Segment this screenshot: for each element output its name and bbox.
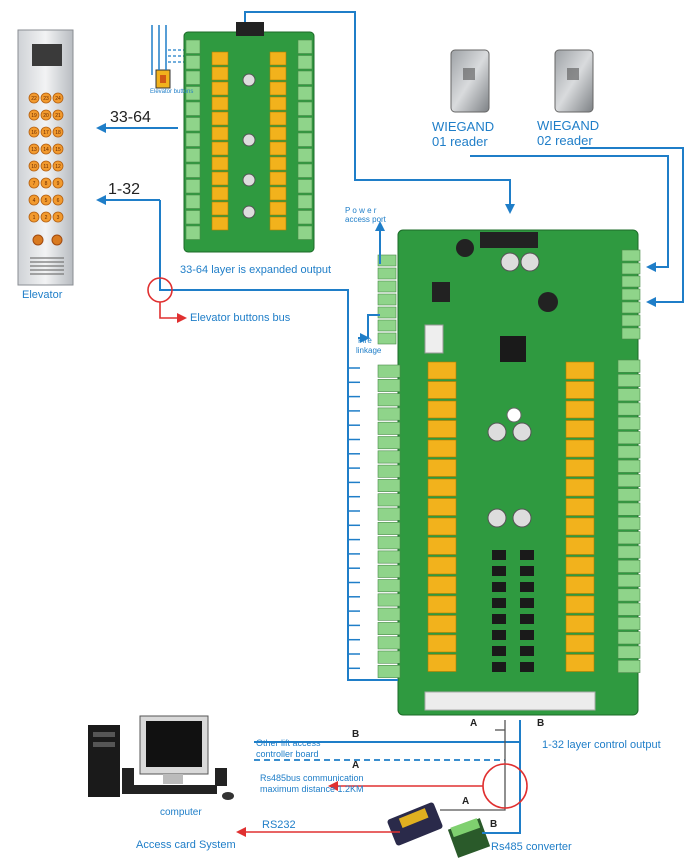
- elevator-floor-button: [28, 143, 40, 155]
- elevator-floor-number: 22: [31, 96, 37, 102]
- elevator-floor-number: 7: [33, 181, 36, 187]
- expansion-board: [183, 22, 315, 253]
- bus-b-converter-label: B: [490, 819, 498, 830]
- access-card-label: Access card System: [136, 839, 236, 851]
- elevator-floor-number: 17: [43, 130, 49, 136]
- expanded-output-label: 33-64 layer is expanded output: [180, 264, 332, 276]
- elevator-floor-number: 14: [43, 147, 49, 153]
- elevator-floor-number: 5: [45, 198, 48, 204]
- main-controller-board: [377, 229, 641, 716]
- elevator-floor-button: [52, 92, 64, 104]
- elevator-floor-number: 12: [55, 164, 61, 170]
- elevator-floor-number: 21: [55, 113, 61, 119]
- bus-b-label: B: [537, 718, 545, 729]
- elevator-floor-button: [28, 211, 40, 223]
- elevator-floor-button: [40, 177, 52, 189]
- elevator-floor-button: [40, 109, 52, 121]
- elevator-floor-button: [28, 126, 40, 138]
- elevator-floor-number: 3: [57, 215, 60, 221]
- elevator-floor-number: 8: [45, 181, 48, 187]
- wiegand-reader-2-icon: [554, 49, 594, 113]
- elevator-floor-button: [52, 126, 64, 138]
- annotations: [147, 277, 528, 837]
- wiegand-reader-1-icon: [450, 49, 490, 113]
- converter-label: Rs485 converter: [491, 841, 572, 853]
- rs485-distance-label: maximum distance 1.2KM: [260, 784, 364, 794]
- wiegand-2-title: WIEGAND: [537, 118, 600, 133]
- rs232-label: RS232: [262, 819, 296, 831]
- elevator-floor-button: [52, 109, 64, 121]
- wiegand-2-subtitle: 02 reader: [537, 133, 593, 148]
- elevator-floor-number: 4: [33, 198, 36, 204]
- elevator-floor-button: [28, 160, 40, 172]
- elevator-floor-number: 19: [31, 113, 37, 119]
- elevator-floor-number: 23: [43, 96, 49, 102]
- bus-a-label: A: [470, 718, 478, 729]
- elevator-floor-button: [52, 143, 64, 155]
- elevator-label: Elevator: [22, 289, 63, 301]
- elevator-floor-button: [52, 194, 64, 206]
- elevator-floor-number: 20: [43, 113, 49, 119]
- bus-a-converter-label: A: [462, 796, 470, 807]
- other-lift-sub-label: controller board: [256, 749, 319, 759]
- elevator-floor-number: 1: [33, 215, 36, 221]
- bus-a-other-label: A: [352, 760, 360, 771]
- elevator-floor-number: 16: [31, 130, 37, 136]
- other-lift-label: Other lift access: [256, 738, 321, 748]
- range-low-label: 1-32: [108, 181, 141, 198]
- elevator-floor-button: [40, 143, 52, 155]
- power-sub-label: access port: [345, 215, 386, 224]
- fire-label: Fire: [358, 336, 372, 345]
- elevator-floor-number: 18: [55, 130, 61, 136]
- elevator-floor-button: [28, 177, 40, 189]
- bus-b-other-label: B: [352, 729, 360, 740]
- elevator-floor-button: [40, 126, 52, 138]
- power-label: P o w e r: [345, 206, 377, 215]
- elevator-floor-number: 10: [31, 164, 37, 170]
- range-high-label: 33-64: [110, 109, 151, 126]
- elevator-floor-button: [40, 211, 52, 223]
- elevator-floor-number: 13: [31, 147, 37, 153]
- rs485-converter-icon: [387, 802, 491, 858]
- elevator-floor-button: [28, 194, 40, 206]
- elevator-floor-button: [52, 177, 64, 189]
- wiegand-1-subtitle: 01 reader: [432, 134, 488, 149]
- elevator-floor-button: [28, 92, 40, 104]
- elevator-floor-number: 9: [57, 181, 60, 187]
- elevator-floor-number: 6: [57, 198, 60, 204]
- elevator-floor-button: [40, 194, 52, 206]
- elevator-floor-button: [52, 160, 64, 172]
- elevator-floor-number: 2: [45, 215, 48, 221]
- elevator-buttons-label: Elevator buttons: [150, 89, 194, 95]
- elevator-floor-button: [40, 92, 52, 104]
- elevator-floor-button: [28, 109, 40, 121]
- fire-sub-label: linkage: [356, 346, 382, 355]
- control-output-label: 1-32 layer control output: [542, 739, 661, 751]
- computer-label: computer: [160, 807, 202, 818]
- elevator-floor-number: 11: [43, 164, 48, 170]
- elevator-floor-button: [40, 160, 52, 172]
- elevator-buttons-icon: [151, 25, 186, 89]
- elevator-floor-number: 15: [55, 147, 61, 153]
- computer-icon: [88, 715, 234, 800]
- wiegand-1-title: WIEGAND: [432, 119, 495, 134]
- elevator-floor-button: [52, 211, 64, 223]
- elevator-floor-number: 24: [55, 96, 61, 102]
- elevator-bus-label: Elevator buttons bus: [190, 312, 291, 324]
- rs485-bus-label: Rs485bus communication: [260, 773, 364, 783]
